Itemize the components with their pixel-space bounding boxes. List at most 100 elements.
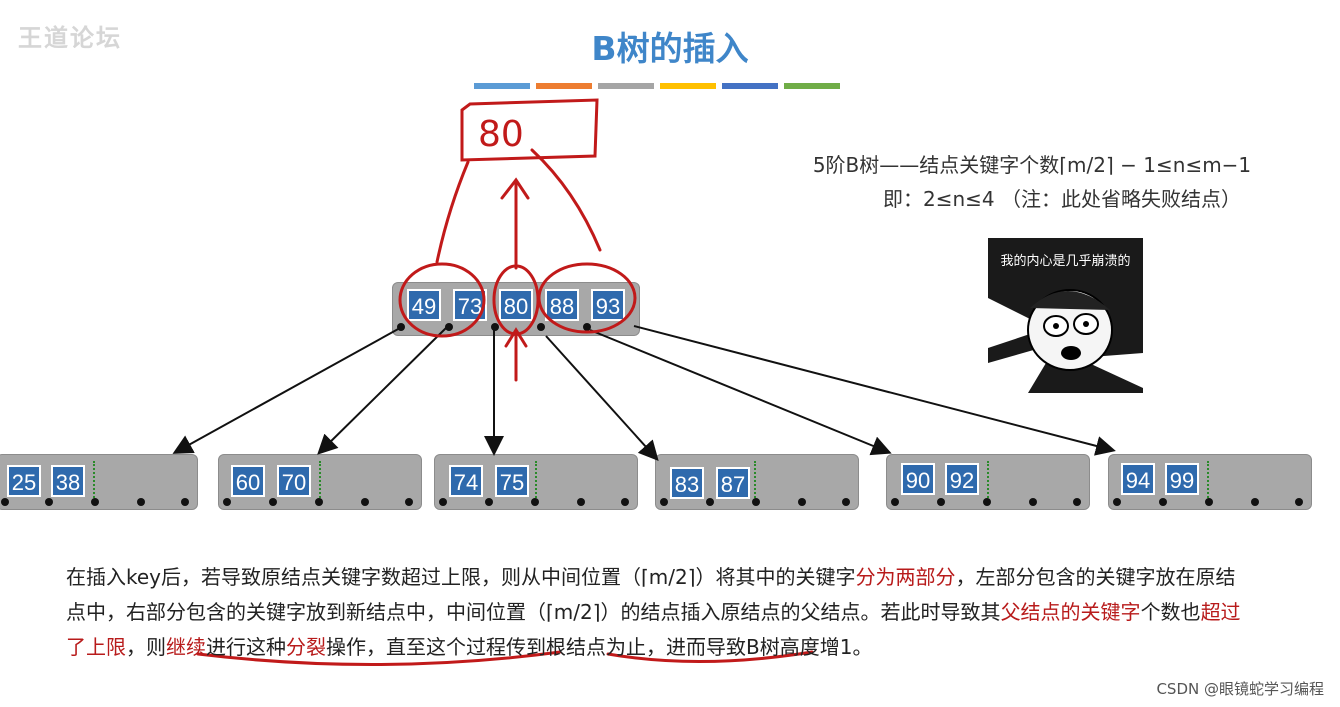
pointer-dot bbox=[537, 323, 545, 331]
desc-part: 进行这种 bbox=[206, 635, 286, 659]
desc-emphasis: 继续 bbox=[166, 635, 206, 659]
child-node: 74 75 bbox=[434, 454, 638, 510]
child-key: 94 bbox=[1121, 463, 1155, 495]
title-color-segment bbox=[660, 83, 716, 89]
pointer-dot bbox=[1295, 498, 1303, 506]
footer-credit: CSDN @眼镜蛇学习编程 bbox=[1156, 680, 1324, 698]
desc-part: 在插入key后，若导致原结点关键字数超过上限，则从中间位置（⌈m/2⌉）将其中的… bbox=[66, 565, 856, 589]
desc-part: 个数也 bbox=[1140, 600, 1201, 624]
desc-emphasis: 超过了上限 bbox=[66, 600, 1241, 659]
child-key: 75 bbox=[495, 465, 529, 497]
desc-emphasis: 分为两部分 bbox=[855, 565, 956, 589]
info-line-2: 即：2≤n≤4 （注：此处省略失败结点） bbox=[883, 187, 1241, 211]
pointer-dot bbox=[1073, 498, 1081, 506]
description-text: 在插入key后，若导致原结点关键字数超过上限，则从中间位置（⌈m/2⌉）将其中的… bbox=[66, 560, 1246, 665]
info-line-1: 5阶B树——结点关键字个数⌈m/2⌉ − 1≤n≤m−1 bbox=[812, 153, 1252, 177]
title-color-segment bbox=[474, 83, 530, 89]
handwritten-circle bbox=[537, 262, 637, 334]
pointer-dot bbox=[706, 498, 714, 506]
pointer-dot bbox=[1029, 498, 1037, 506]
child-node: 90 92 bbox=[886, 454, 1090, 510]
pointer-dot bbox=[752, 498, 760, 506]
pointer-dot bbox=[1113, 498, 1121, 506]
key-divider bbox=[319, 461, 321, 501]
pointer-dot bbox=[891, 498, 899, 506]
pointer-arrow bbox=[545, 335, 659, 461]
handwritten-circle bbox=[492, 264, 540, 336]
pointer-dot bbox=[1205, 498, 1213, 506]
child-node: 94 99 bbox=[1108, 454, 1312, 510]
watermark: 王道论坛 bbox=[18, 24, 122, 52]
pointer-dot bbox=[1251, 498, 1259, 506]
pointer-arrow bbox=[589, 329, 892, 456]
title-color-segment bbox=[722, 83, 778, 89]
pointer-dot bbox=[181, 498, 189, 506]
pointer-dot bbox=[842, 498, 850, 506]
handwritten-circle bbox=[398, 262, 486, 338]
child-key: 70 bbox=[277, 465, 311, 497]
child-key: 90 bbox=[901, 463, 935, 495]
handwritten-root-box bbox=[460, 98, 599, 162]
child-node: 25 38 bbox=[0, 454, 198, 510]
handwritten-annotations bbox=[196, 98, 814, 666]
desc-part: 操作，直至这个过程传到根结点为止，进而导致B树高度增1。 bbox=[326, 635, 873, 659]
meme-face-icon bbox=[988, 289, 1143, 393]
pointer-arrow bbox=[633, 325, 1116, 456]
key-divider bbox=[535, 461, 537, 501]
pointer-arrow bbox=[317, 327, 447, 455]
pointer-dot bbox=[531, 498, 539, 506]
pointer-dot bbox=[445, 323, 453, 331]
pointer-dot bbox=[223, 498, 231, 506]
desc-part: ，左部分包含的关键字放在原结点中，右部分包含的关键字放到新结点中，中间位置（⌈m… bbox=[66, 565, 1236, 624]
child-key: 25 bbox=[7, 465, 41, 497]
pointer-dot bbox=[1159, 498, 1167, 506]
page-title: B树的插入 bbox=[591, 29, 749, 68]
title-color-segment bbox=[536, 83, 592, 89]
pointer-dot bbox=[269, 498, 277, 506]
child-key: 99 bbox=[1165, 463, 1199, 495]
title-color-segment bbox=[598, 83, 654, 89]
handwritten-link bbox=[435, 160, 470, 264]
pointer-dot bbox=[621, 498, 629, 506]
meme-image: 我的内心是几乎崩溃的 bbox=[988, 238, 1143, 393]
pointer-dot bbox=[137, 498, 145, 506]
desc-emphasis: 分裂 bbox=[286, 635, 326, 659]
meme-caption: 我的内心是几乎崩溃的 bbox=[1000, 254, 1131, 269]
parent-node: 49 73 80 88 93 bbox=[392, 282, 640, 336]
parent-key: 88 bbox=[545, 289, 579, 321]
parent-key: 49 bbox=[407, 289, 441, 321]
key-divider bbox=[1207, 461, 1209, 501]
title-color-segment bbox=[784, 83, 840, 89]
pointer-dot bbox=[315, 498, 323, 506]
parent-key: 93 bbox=[591, 289, 625, 321]
handwritten-underline bbox=[196, 650, 562, 666]
child-key: 60 bbox=[231, 465, 265, 497]
pointer-dot bbox=[405, 498, 413, 506]
child-key: 74 bbox=[449, 465, 483, 497]
pointer-dot bbox=[577, 498, 585, 506]
key-divider bbox=[987, 461, 989, 501]
handwritten-root-key: 80 bbox=[478, 114, 524, 155]
desc-emphasis: 父结点的关键字 bbox=[1000, 600, 1141, 624]
child-key: 87 bbox=[716, 467, 750, 499]
key-divider bbox=[93, 461, 95, 501]
pointer-dot bbox=[1, 498, 9, 506]
handwritten-underline bbox=[606, 650, 814, 664]
child-node: 83 87 bbox=[655, 454, 859, 510]
pointer-dot bbox=[660, 498, 668, 506]
child-key: 92 bbox=[945, 463, 979, 495]
pointer-dot bbox=[983, 498, 991, 506]
pointer-arrows bbox=[172, 325, 1116, 461]
child-node: 60 70 bbox=[218, 454, 422, 510]
pointer-arrow bbox=[172, 327, 401, 454]
key-divider bbox=[754, 461, 756, 501]
handwritten-link bbox=[530, 148, 602, 252]
handwritten-arrowhead-icon bbox=[504, 327, 528, 348]
desc-part: ，则 bbox=[126, 635, 166, 659]
pointer-dot bbox=[485, 498, 493, 506]
handwritten-arrowhead-icon bbox=[500, 177, 530, 200]
parent-key: 80 bbox=[499, 289, 533, 321]
pointer-dot bbox=[583, 323, 591, 331]
pointer-dot bbox=[91, 498, 99, 506]
